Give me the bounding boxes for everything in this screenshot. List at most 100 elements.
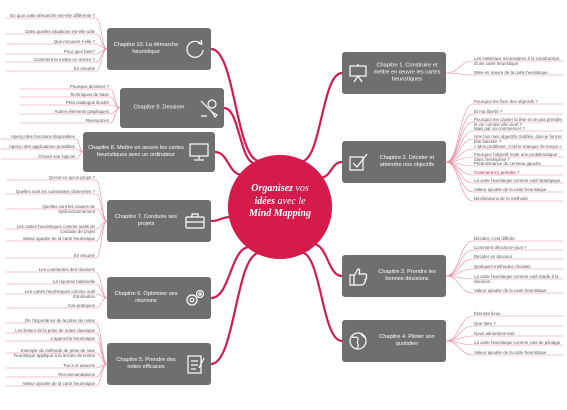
ch6-leaf: Cas pratiques [67,303,95,308]
ch1-title: Chapitre 1. Construire et mettre en œuvr… [373,62,441,83]
ch4-leaf: État des lieux [474,311,501,316]
ch10-leaf-connector [95,48,108,72]
ch5-leaf: Trucs et astuces [62,363,95,368]
ch1-node[interactable]: Chapitre 1. Construire et mettre en œuvr… [342,52,446,94]
globe-icon [349,332,367,350]
ch10-leaf: Que recouvre-t-elle ? [53,39,95,44]
ch8-leaf: Aperçu des fonctions disponibles [10,134,75,139]
ch2-branch [320,160,343,179]
ch5-leaf-connector [95,340,108,365]
central-title-bold-2: idées [254,195,275,207]
ch7-leaf: Quelles sont les contraintes observées ? [15,189,95,194]
ch5-leaf-connector [95,363,108,387]
central-topic: Organisez vos idées avec le Mind Mapping [228,155,332,259]
ch5-leaf: De l'importance de la prise de notes [25,318,95,323]
ch2-leaf: La carte heuristique comme outil stratég… [474,178,561,183]
ch4-leaf-connector [445,340,474,356]
ch2-leaf: Pourquoi me casser la tête et ne pas pre… [474,117,562,127]
brush-icon [200,99,218,118]
ch4-leaf-connector [445,325,474,342]
ch5-branch [210,251,261,366]
ch3-leaf: Comment décidons-nous ? [474,245,527,250]
central-title-text-1: vos [292,183,309,194]
ch2-leaf: « Mon problème, c'est le manque de temps… [474,144,562,149]
ch8-branch [214,150,243,176]
ch1-leaf: Mise en œuvre de la carte heuristique [474,70,548,75]
ch8-leaf: Choisir son logiciel [38,154,75,159]
ch3-leaf: Quelques méthodes choisies [474,264,531,269]
central-title-bold-3: Mind Mapping [249,208,311,219]
ch9-leaf: Ressources [85,118,109,123]
ch6-leaf: La réponse habituelle [53,279,95,284]
ch2-leaf-connector [445,161,474,202]
ch10-node[interactable]: Chapitre 10. La démarche heuristique [107,28,211,70]
ch3-node[interactable]: Chapitre 3. Prendre les bonnes décisions [342,255,446,297]
central-title-text-2: avec le [275,195,306,207]
ch3-leaf-connector [445,258,474,277]
ch2-leaf: Prédominance du cerveau gauche [474,161,541,166]
ch9-leaf-connector [109,107,121,124]
ch10-leaf: En quoi cette démarche est-elle différen… [10,13,95,18]
ch7-leaf: Les cartes heuristiques comme outils de … [16,224,95,234]
central-title-bold-1: Organisez [251,183,293,194]
ch7-leaf: Qu'est-ce qu'un projet ? [48,175,95,180]
ch8-title: Chapitre 8. Mettre en œuvre les cartes h… [88,145,184,158]
ch2-leaf: Déclinaisons de la méthode [474,196,528,201]
ch9-branch [223,106,256,165]
ch3-leaf-connector [445,249,474,277]
ch2-leaf-connector [445,138,474,163]
ch10-title: Chapitre 10. La démarche heuristique [113,42,179,55]
ch2-leaf: Mais par où commencer ? [474,126,525,131]
ch1-leaf-connector [445,60,474,74]
ch9-leaf: Petit catalogue illustré [66,100,109,105]
ch5-leaf: Valeur ajoutée de la carte heuristique [22,381,95,386]
ch8-leaf: Aperçu des applications possibles [8,144,75,149]
ch4-leaf: Valeur ajoutée de la carte heuristique [474,350,547,355]
ch10-leaf: Pour quoi faire? [64,49,95,54]
ch6-leaf-connector [95,271,108,299]
ch2-leaf: Une fois mes objectifs clarifiés, dois-j… [474,134,562,144]
ch2-node[interactable]: Chapitre 2. Décider et atteindre nos obj… [342,141,446,183]
ch10-leaf: En résumé [73,66,95,71]
ch4-leaf: La carte heuristique comme outil de pilo… [474,340,561,345]
ch1-leaf: Les matériaux nécessaires à la construct… [474,56,560,66]
ch7-node[interactable]: Chapitre 7. Conduire ses projets [107,200,211,242]
ch3-leaf: Valeur ajoutée de la carte heuristique [474,288,547,293]
ch2-leaf-connector [445,121,474,163]
ch3-title: Chapitre 3. Prendre les bonnes décisions [378,269,436,282]
ch5-leaf: L'approche heuristique [50,336,95,341]
ch7-title: Chapitre 7. Conduire ses projets [115,214,177,227]
ch9-node[interactable]: Chapitre 9. Dessiner [120,88,224,128]
easel-icon [349,64,367,83]
ch4-leaf: Que faire ? [474,321,496,326]
ch3-leaf: Décider en douceur [474,254,513,259]
ch8-node[interactable]: Chapitre 8. Mettre en œuvre les cartes h… [83,132,215,172]
thumbs-up-icon [349,268,368,286]
ch10-leaf: Comment la mettre en œuvre ? [33,57,95,62]
ch5-leaf: Recommandations [58,372,95,377]
ch6-leaf: Les contraintes des réunions [38,267,95,272]
ch6-node[interactable]: Chapitre 6. Optimiser ses réunions [107,277,211,319]
ch4-title: Chapitre 4. Piloter son quotidien [379,334,435,347]
ch3-leaf: La carte heuristique comme outil d'aide … [474,274,559,284]
ch2-leaf: Pourquoi l'objectif reste une problémati… [474,152,558,162]
ch5-node[interactable]: Chapitre 5. Prendre des notes efficaces [107,343,211,385]
notepad-icon [187,355,205,374]
ch2-leaf-connector [445,161,474,184]
ch3-leaf: Décider, c'est difficile [474,236,515,241]
ch10-leaf: Dans quelles situations est-elle utile [25,29,95,34]
ch1-leaf-connector [445,72,474,76]
ch8-leaf-connector [75,138,84,153]
ch4-node[interactable]: Chapitre 4. Piloter son quotidien [342,320,446,362]
ch7-leaf-connector [95,208,108,222]
ch5-title: Chapitre 5. Prendre des notes efficaces [116,357,176,370]
ch6-leaf-connector [95,297,108,309]
ch4-leaf-connector [445,315,474,342]
gears-icon [186,289,205,306]
ch5-leaf-connector [95,352,108,365]
ch5-leaf: Exemple de méthode de prise de note heur… [13,348,95,358]
ch2-leaf-connector [445,161,474,193]
ch9-leaf: Techniques de base [69,92,109,97]
ch3-branch [313,243,343,278]
ch2-leaf: Comment s'y prendre ? [474,170,520,175]
